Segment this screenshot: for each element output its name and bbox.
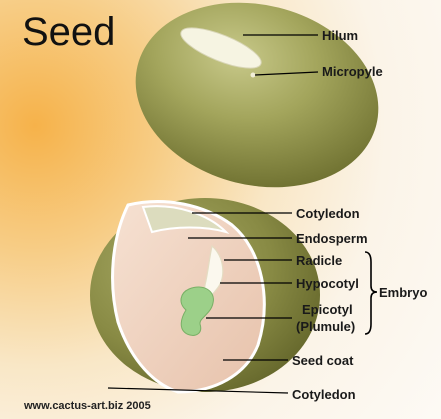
cut-seed: [90, 198, 320, 392]
label-seed-coat: Seed coat: [292, 354, 353, 367]
label-cotyledon-top: Cotyledon: [296, 207, 360, 220]
label-endosperm: Endosperm: [296, 232, 368, 245]
label-embryo: Embryo: [379, 286, 427, 299]
diagram-title: Seed: [22, 12, 115, 52]
label-micropyle: Micropyle: [322, 65, 383, 78]
label-hypocotyl: Hypocotyl: [296, 277, 359, 290]
micropyle-pore: [251, 73, 256, 78]
label-epicotyl: Epicotyl: [302, 303, 353, 316]
label-cotyledon-bottom: Cotyledon: [292, 388, 356, 401]
credit-text: www.cactus-art.biz 2005: [24, 401, 151, 412]
label-plumule: (Plumule): [296, 320, 355, 333]
label-radicle: Radicle: [296, 254, 342, 267]
embryo-brace: [365, 252, 377, 334]
label-hilum: Hilum: [322, 29, 358, 42]
